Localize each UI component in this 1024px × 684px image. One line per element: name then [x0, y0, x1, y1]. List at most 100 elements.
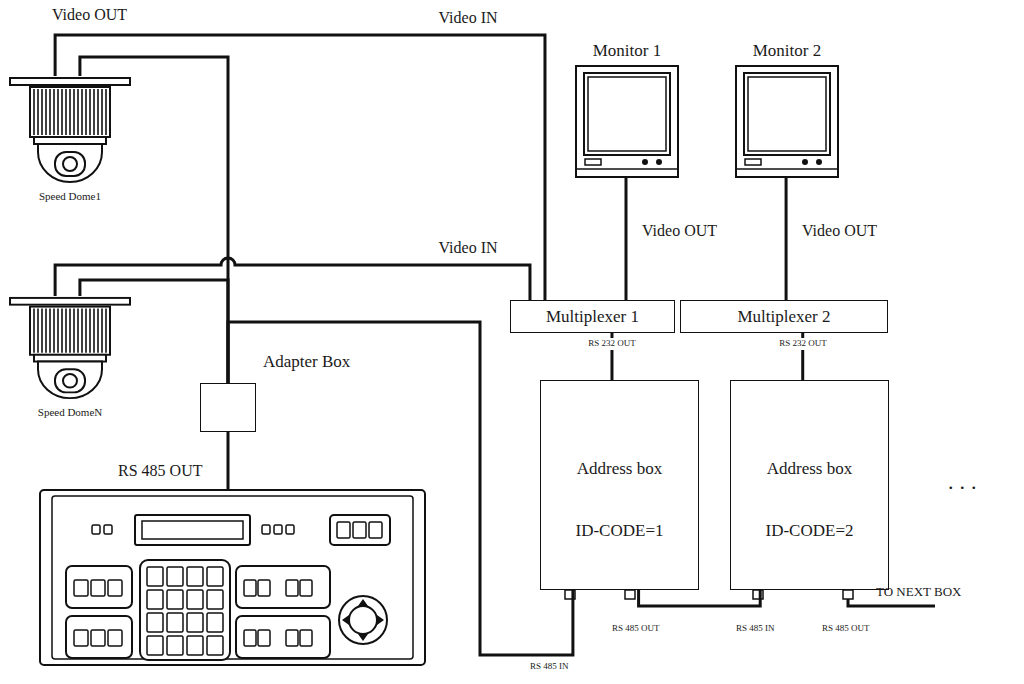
- housing-fin: [73, 89, 75, 135]
- signal-label: RS 485 OUT: [822, 624, 870, 634]
- key: [147, 613, 163, 632]
- housing-fin: [85, 309, 87, 353]
- keyboard-panel: [52, 496, 413, 659]
- signal-label: RS 485 IN: [530, 662, 569, 672]
- speed-dome: Speed DomeN: [8, 296, 132, 402]
- housing-fin: [57, 89, 59, 135]
- housing-fin: [37, 89, 39, 135]
- housing-fin: [81, 309, 83, 353]
- monitor-bezel: [584, 73, 670, 155]
- key: [167, 590, 183, 609]
- key: [147, 567, 163, 586]
- node-title: Multiplexer 2: [737, 307, 830, 327]
- housing-fin: [65, 309, 67, 353]
- housing-fin: [97, 89, 99, 135]
- key: [147, 636, 163, 655]
- housing-fin: [49, 89, 51, 135]
- edge-label: Video IN: [438, 9, 497, 27]
- multiplexer-box: Multiplexer 1: [510, 300, 675, 333]
- housing-fin: [33, 309, 35, 353]
- housing-fin: [57, 309, 59, 353]
- key: [258, 630, 270, 646]
- monitor: Monitor 2: [735, 65, 839, 178]
- signal-label: Video OUT: [52, 6, 127, 24]
- key: [91, 580, 105, 596]
- keyboard-display: [135, 515, 250, 545]
- housing-fin: [65, 89, 67, 135]
- cable: [55, 35, 545, 300]
- key: [207, 590, 223, 609]
- camera-head: [55, 369, 85, 392]
- cable: [624, 178, 627, 300]
- dome-mount-plate: [10, 78, 130, 85]
- housing-fin: [61, 89, 63, 135]
- housing-fin: [69, 89, 71, 135]
- keypad: [140, 560, 230, 660]
- joystick: [339, 596, 387, 644]
- monitor-switch: [585, 159, 601, 165]
- key: [258, 580, 270, 596]
- key: [147, 590, 163, 609]
- key: [369, 522, 382, 538]
- monitor: Monitor 1: [575, 65, 679, 178]
- key: [286, 630, 298, 646]
- cable: [639, 590, 761, 606]
- key: [353, 522, 366, 538]
- housing-fin: [45, 89, 47, 135]
- key: [207, 636, 223, 655]
- camera-lens: [63, 374, 77, 387]
- key: [207, 567, 223, 586]
- housing-fin: [81, 89, 83, 135]
- dome-bubble: [38, 362, 102, 399]
- housing-fin: [33, 89, 35, 135]
- keyboard-display: [142, 521, 243, 539]
- monitor-knob: [817, 160, 821, 164]
- key: [74, 580, 88, 596]
- multiplexer-box: Multiplexer 2: [680, 300, 888, 333]
- node-code: ID-CODE=2: [731, 521, 888, 541]
- key: [274, 525, 282, 534]
- housing-fin: [73, 309, 75, 353]
- housing-fin: [41, 309, 43, 353]
- key: [187, 636, 203, 655]
- key: [104, 525, 112, 534]
- housing-fin: [97, 309, 99, 353]
- key: [92, 525, 100, 534]
- housing-fin: [53, 89, 55, 135]
- camera-lens: [63, 157, 77, 171]
- signal-label: TO NEXT BOX: [876, 585, 961, 599]
- monitor-base: [736, 168, 838, 170]
- housing-fin: [89, 309, 91, 353]
- housing-fin: [45, 309, 47, 353]
- monitor-screen: [588, 77, 666, 151]
- monitor-drawing: [735, 65, 839, 178]
- dome-bubble: [38, 144, 102, 182]
- monitor-knob: [643, 160, 647, 164]
- key: [167, 636, 183, 655]
- key: [187, 567, 203, 586]
- key: [300, 630, 312, 646]
- key: [108, 630, 122, 646]
- housing-fin: [41, 89, 43, 135]
- signal-label: RS 485 IN: [736, 624, 775, 634]
- key: [300, 580, 312, 596]
- monitor-base: [576, 168, 678, 170]
- key: [167, 613, 183, 632]
- key: [74, 630, 88, 646]
- key-group: [236, 616, 330, 658]
- dome-ring: [34, 355, 106, 362]
- keyboard-controller: [40, 490, 425, 665]
- connector: [843, 590, 853, 599]
- cable: [55, 258, 530, 300]
- key: [286, 525, 294, 534]
- signal-label: RS 485 OUT: [118, 462, 202, 480]
- edge-label: Video IN: [438, 239, 497, 257]
- monitor-drawing: [575, 65, 679, 178]
- node-title: Adapter Box: [263, 352, 350, 372]
- adapter-box: Adapter Box: [200, 383, 256, 432]
- monitor-knob: [657, 160, 661, 164]
- housing-fin: [61, 309, 63, 353]
- key: [187, 590, 203, 609]
- housing-fin: [77, 309, 79, 353]
